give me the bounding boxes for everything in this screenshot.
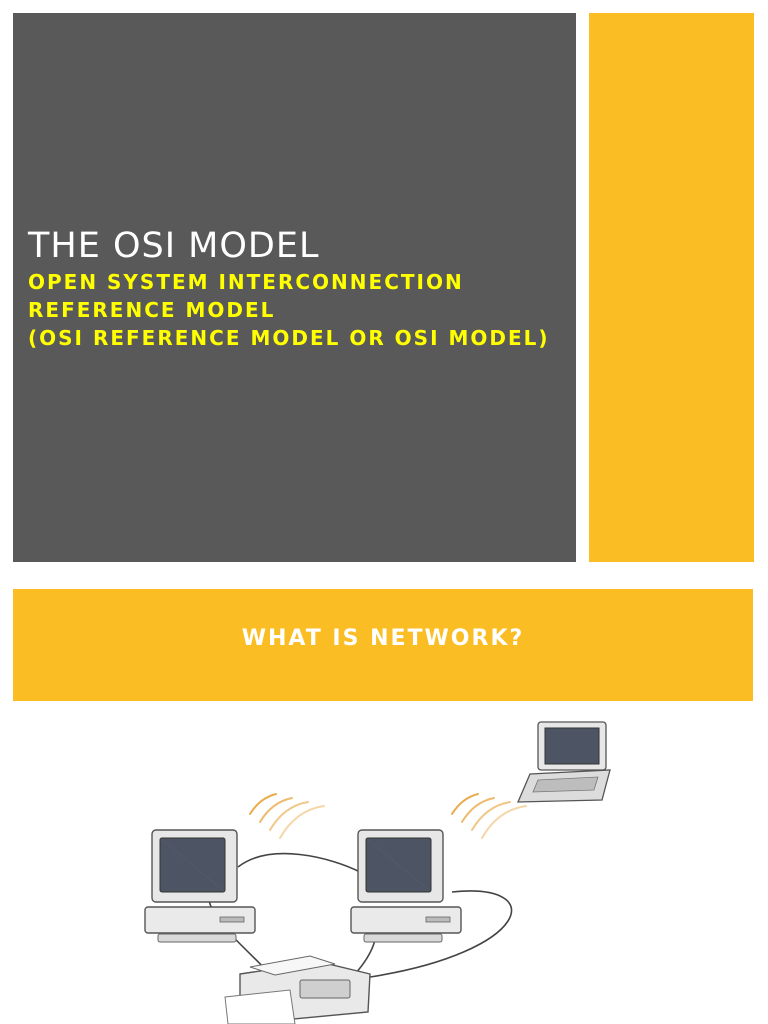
cable — [237, 852, 361, 873]
network-illustration — [144, 721, 611, 1024]
subtitle-line-1: OPEN SYSTEM INTERCONNECTION — [28, 270, 464, 294]
title-slide-accent-bar — [589, 13, 754, 562]
cable — [369, 890, 513, 978]
subtitle-line-3: (OSI REFERENCE MODEL OR OSI MODEL) — [28, 326, 550, 350]
title-block: THE OSI MODEL OPEN SYSTEM INTERCONNECTIO… — [28, 224, 568, 352]
printer-icon — [224, 955, 371, 1024]
desktop-computer-icon — [350, 829, 462, 943]
slide-title: THE OSI MODEL — [28, 226, 320, 266]
desktop-computer-icon — [144, 829, 256, 943]
wireless-signal-icon — [249, 793, 325, 839]
section-title: WHAT IS NETWORK? — [241, 625, 525, 651]
title-slide-panel — [13, 13, 576, 562]
laptop-icon — [517, 721, 611, 803]
subtitle-line-2: REFERENCE MODEL — [28, 298, 276, 322]
section-banner: WHAT IS NETWORK? — [13, 589, 753, 701]
wireless-signal-icon — [451, 793, 527, 839]
